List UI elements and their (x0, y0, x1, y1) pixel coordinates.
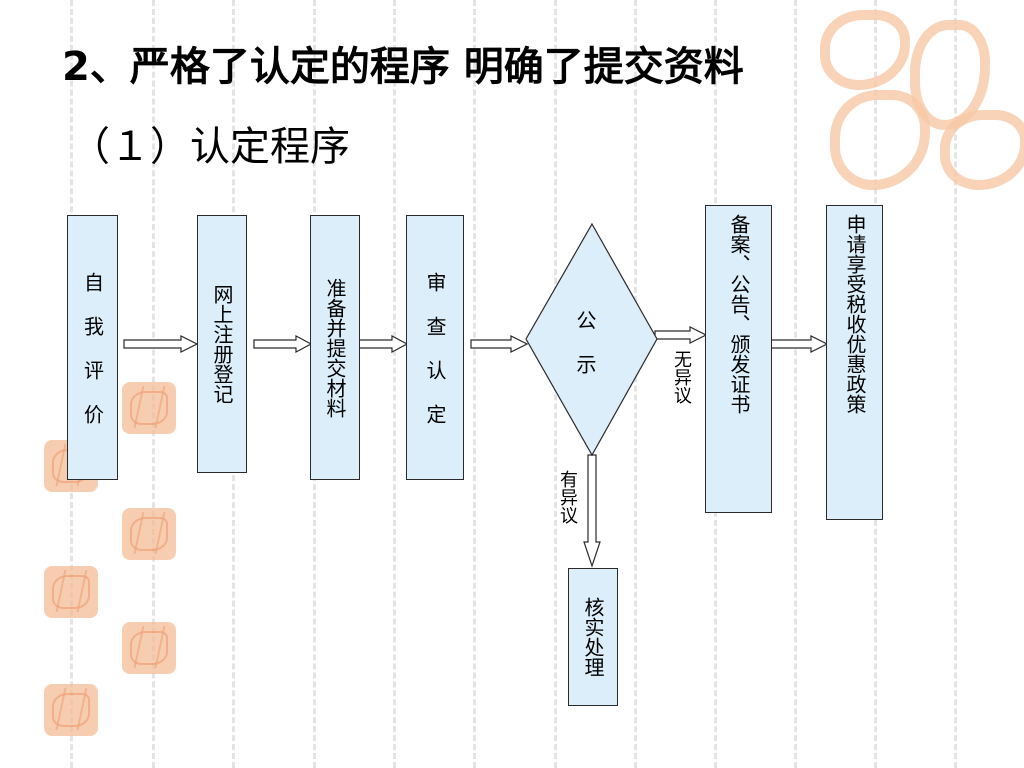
decorative-seal (122, 508, 176, 560)
arrow-prepare-to-review (356, 335, 409, 353)
background-line (794, 0, 797, 768)
arrow-review-to-publicize (470, 335, 529, 353)
step-record-label: 备案、公告、颁发证书 (727, 214, 751, 414)
arrow-register-to-prepare (253, 335, 313, 353)
step-prepare-materials: 准备并提交材料 (310, 215, 360, 480)
background-line (393, 0, 396, 768)
edge-label-no-objection: 无异议 (671, 350, 692, 404)
decorative-seal (44, 684, 98, 736)
arrow-publicize-to-verify (583, 454, 601, 568)
step-apply-policy-label: 申请享受税收优惠政策 (843, 214, 867, 414)
background-line (954, 0, 957, 768)
publicize-diamond (525, 222, 658, 457)
step-prepare-materials-label: 准备并提交材料 (323, 277, 347, 418)
step-online-register-label: 网上注册登记 (210, 284, 234, 404)
step-self-eval: 自 我 评 价 (67, 215, 118, 480)
decorative-seal (122, 622, 176, 674)
arrow-publicize-to-record (654, 326, 708, 344)
step-verify-label: 核实处理 (581, 597, 605, 677)
decorative-seal (44, 566, 98, 618)
step-apply-policy: 申请享受税收优惠政策 (826, 205, 883, 520)
step-verify: 核实处理 (568, 568, 618, 706)
step-review: 审 查 认 定 (406, 215, 464, 480)
edge-label-has-objection: 有异议 (557, 470, 578, 524)
step-online-register: 网上注册登记 (197, 215, 247, 473)
step-publicize-label: 公 示 (573, 310, 597, 374)
step-record: 备案、公告、颁发证书 (705, 205, 772, 513)
arrow-record-to-apply (770, 335, 829, 353)
step-self-eval-label: 自 我 评 价 (80, 271, 105, 424)
decorative-large-seal (800, 0, 1024, 200)
background-line (634, 0, 637, 768)
step-review-label: 审 查 认 定 (423, 271, 447, 424)
slide-title: 2、严格了认定的程序 明确了提交资料 (62, 44, 744, 90)
slide-subtitle: （１）认定程序 (70, 124, 350, 170)
arrow-self-eval-to-register (123, 335, 199, 353)
decorative-seal (122, 382, 176, 434)
background-line (473, 0, 476, 768)
